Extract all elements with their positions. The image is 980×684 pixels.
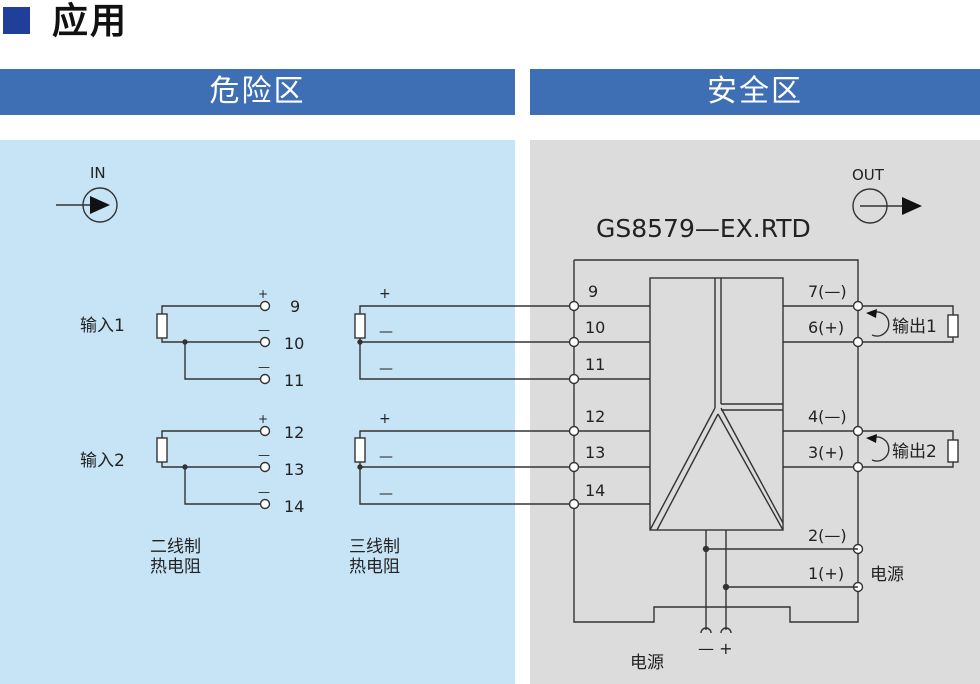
output1-label: 输出1 — [892, 317, 937, 337]
power-bottom-polarity: — + — [698, 639, 733, 658]
device-enclosure — [573, 259, 859, 623]
hazard-zone-area — [0, 140, 515, 684]
in-label: IN — [90, 164, 106, 182]
device-output-terminal-labels: 7(—) 6(+) 4(—) 3(+) 2(—) 1(+) — [808, 282, 847, 583]
svg-text:—: — — [379, 449, 393, 465]
hazard-zone-header: 危险区 — [0, 69, 515, 115]
device-core — [649, 277, 784, 531]
svg-text:2(—): 2(—) — [808, 526, 847, 545]
output2-label: 输出2 — [892, 442, 937, 462]
svg-text:12: 12 — [284, 423, 304, 442]
section-title: 应用 — [52, 1, 129, 42]
device-output-wires — [783, 305, 858, 468]
output1-load — [862, 305, 959, 343]
svg-text:10: 10 — [585, 318, 605, 337]
safe-zone-header: 安全区 — [530, 69, 980, 115]
svg-text:10: 10 — [284, 334, 304, 353]
power-wiring — [700, 530, 858, 634]
svg-text:—: — — [379, 324, 393, 340]
svg-text:11: 11 — [585, 355, 605, 374]
svg-text:—: — — [379, 361, 393, 377]
in-arrow-icon — [56, 187, 118, 223]
svg-text:+: + — [258, 287, 268, 301]
svg-text:14: 14 — [284, 497, 304, 516]
svg-text:9: 9 — [290, 297, 300, 316]
svg-text:3(+): 3(+) — [808, 443, 844, 462]
left-terminal-circles — [259, 300, 271, 510]
svg-text:—: — — [258, 323, 270, 337]
power-label-bottom: 电源 — [630, 653, 664, 673]
svg-text:—: — — [258, 485, 270, 499]
out-label: OUT — [852, 166, 885, 184]
device-input-wires — [574, 305, 650, 505]
three-wire-rtd-1 — [354, 305, 574, 380]
svg-text:13: 13 — [284, 460, 304, 479]
left-terminal-numbers: 9 10 11 12 13 14 — [284, 297, 304, 516]
svg-text:1(+): 1(+) — [808, 564, 844, 583]
three-wire-label-1: 三线制 — [349, 537, 400, 557]
svg-text:+: + — [379, 286, 391, 302]
device-input-terminal-circles — [568, 300, 580, 510]
title-square-icon — [3, 7, 30, 34]
device-input-terminal-numbers: 9 10 11 12 13 14 — [585, 282, 605, 500]
out-arrow-icon — [852, 188, 922, 224]
power-label-right: 电源 — [870, 565, 904, 585]
svg-text:13: 13 — [585, 443, 605, 462]
two-wire-label-1: 二线制 — [150, 537, 201, 557]
output2-load — [862, 430, 959, 468]
svg-text:—: — — [258, 360, 270, 374]
svg-text:—: — — [379, 486, 393, 502]
svg-text:—: — — [258, 448, 270, 462]
svg-text:+: + — [379, 411, 391, 427]
three-wire-polarity: + — — + — — — [379, 286, 393, 502]
svg-text:6(+): 6(+) — [808, 318, 844, 337]
svg-text:9: 9 — [588, 282, 598, 301]
three-wire-label-2: 热电阻 — [349, 557, 400, 577]
svg-text:11: 11 — [284, 371, 304, 390]
svg-text:7(—): 7(—) — [808, 282, 847, 301]
input1-label: 输入1 — [80, 316, 125, 336]
left-terminal-polarity: + — — + — — — [258, 287, 270, 499]
two-wire-label-2: 热电阻 — [150, 557, 201, 577]
three-wire-rtd-2 — [354, 430, 574, 505]
svg-text:+: + — [258, 412, 268, 426]
model-name: GS8579—EX.RTD — [596, 214, 811, 243]
input2-label: 输入2 — [80, 451, 125, 471]
two-wire-rtd-2 — [156, 430, 260, 505]
svg-text:14: 14 — [585, 481, 605, 500]
two-wire-rtd-1 — [156, 305, 260, 380]
svg-text:4(—): 4(—) — [808, 407, 847, 426]
svg-text:12: 12 — [585, 407, 605, 426]
